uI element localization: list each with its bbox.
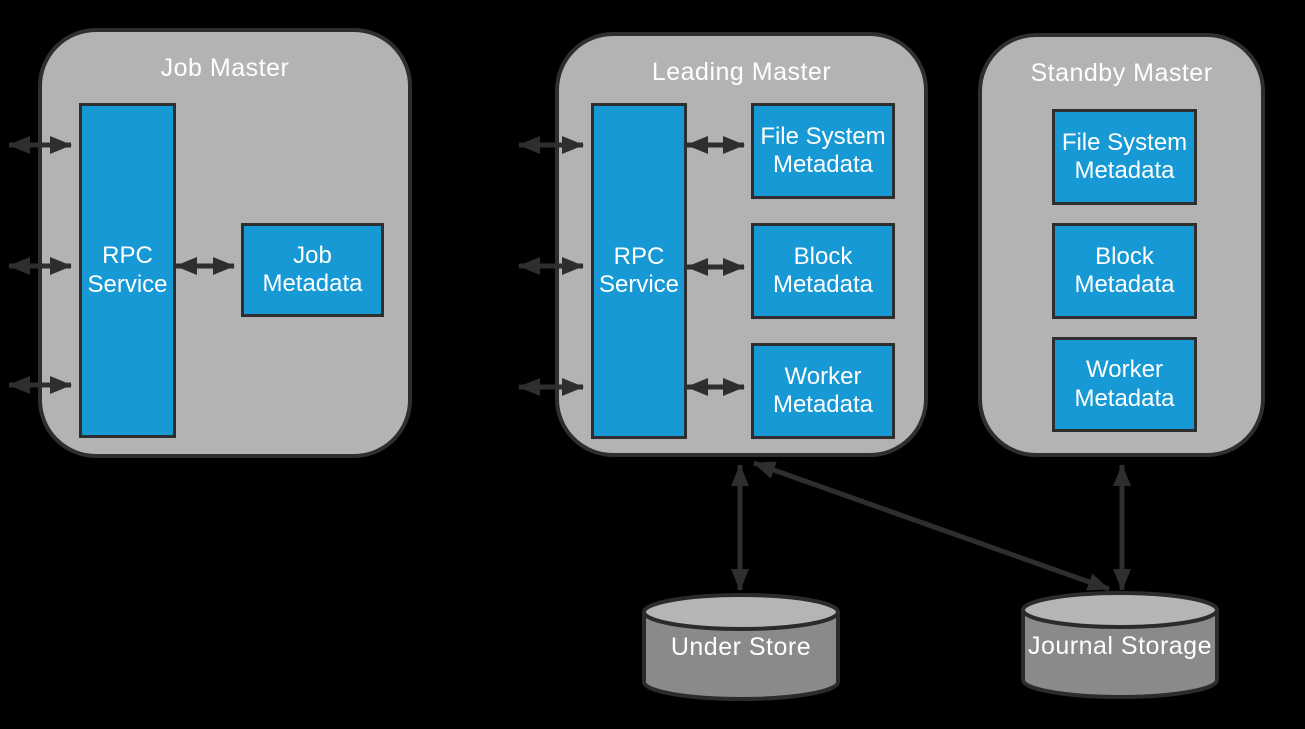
job-master-title: Job Master [160,54,290,82]
standby-master-container: Standby Master File System Metadata Bloc… [978,33,1265,457]
standby-file-system-metadata-box: File System Metadata [1052,109,1197,205]
under-store-label: Under Store [670,633,812,661]
journal-storage-label: Journal Storage [1027,632,1212,660]
standby-master-title: Standby Master [1030,59,1213,87]
leading-worker-metadata-box: Worker Metadata [751,343,895,439]
leading-rpc-service-box: RPC Service [591,103,687,439]
standby-block-metadata-box: Block Metadata [1052,223,1197,319]
standby-worker-metadata-box: Worker Metadata [1052,337,1197,432]
leading-master-title: Leading Master [651,58,832,86]
leading-master-container: Leading Master RPC Service File System M… [555,32,928,457]
leading-file-system-metadata-box: File System Metadata [751,103,895,199]
leading-journal-arrow [753,460,1110,592]
job-rpc-service-box: RPC Service [79,103,176,438]
job-metadata-box: Job Metadata [241,223,384,317]
job-master-container: Job Master RPC Service Job Metadata [38,28,412,458]
leading-block-metadata-box: Block Metadata [751,223,895,319]
